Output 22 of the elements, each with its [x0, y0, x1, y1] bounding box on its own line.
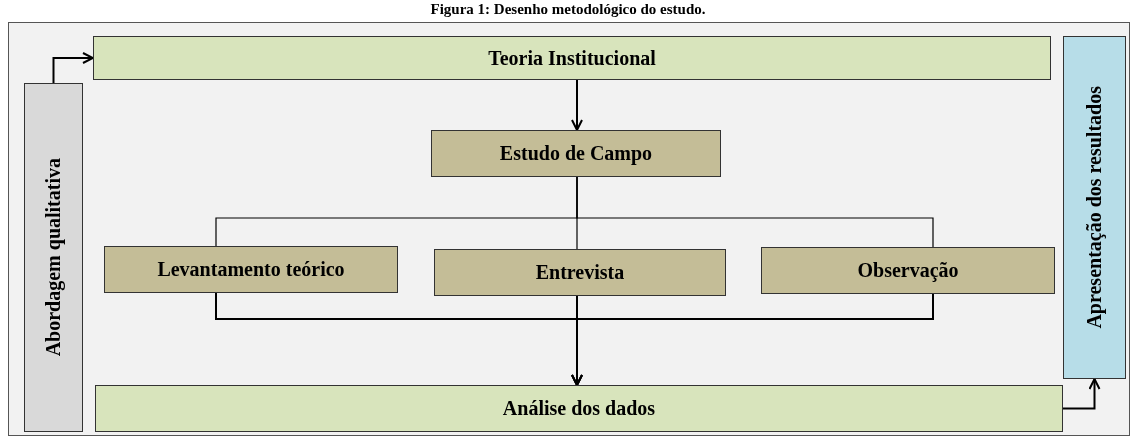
arrow — [571, 293, 934, 386]
box-label: Entrevista — [535, 261, 625, 284]
arrow — [1062, 378, 1101, 410]
process-box — [24, 83, 83, 432]
figure-title: Figura 1: Desenho metodológico do estudo. — [429, 1, 707, 18]
box-label: Levantamento teórico — [157, 258, 345, 281]
process-box — [95, 385, 1063, 432]
process-box — [431, 130, 721, 177]
connector-line — [576, 176, 934, 248]
box-label: Estudo de Campo — [499, 142, 653, 165]
process-box — [1063, 36, 1126, 379]
arrow — [571, 79, 583, 131]
box-label: Apresentação dos resultados — [1083, 86, 1106, 329]
box-label: Observação — [857, 259, 959, 282]
process-box — [93, 36, 1051, 80]
box-label: Teoria Institucional — [488, 46, 656, 70]
process-box — [761, 247, 1055, 294]
box-label: Abordagem qualitativa — [42, 158, 65, 357]
process-box — [434, 249, 726, 296]
arrow — [52, 52, 94, 84]
process-box — [104, 246, 398, 293]
box-label: Análise dos dados — [502, 397, 656, 420]
